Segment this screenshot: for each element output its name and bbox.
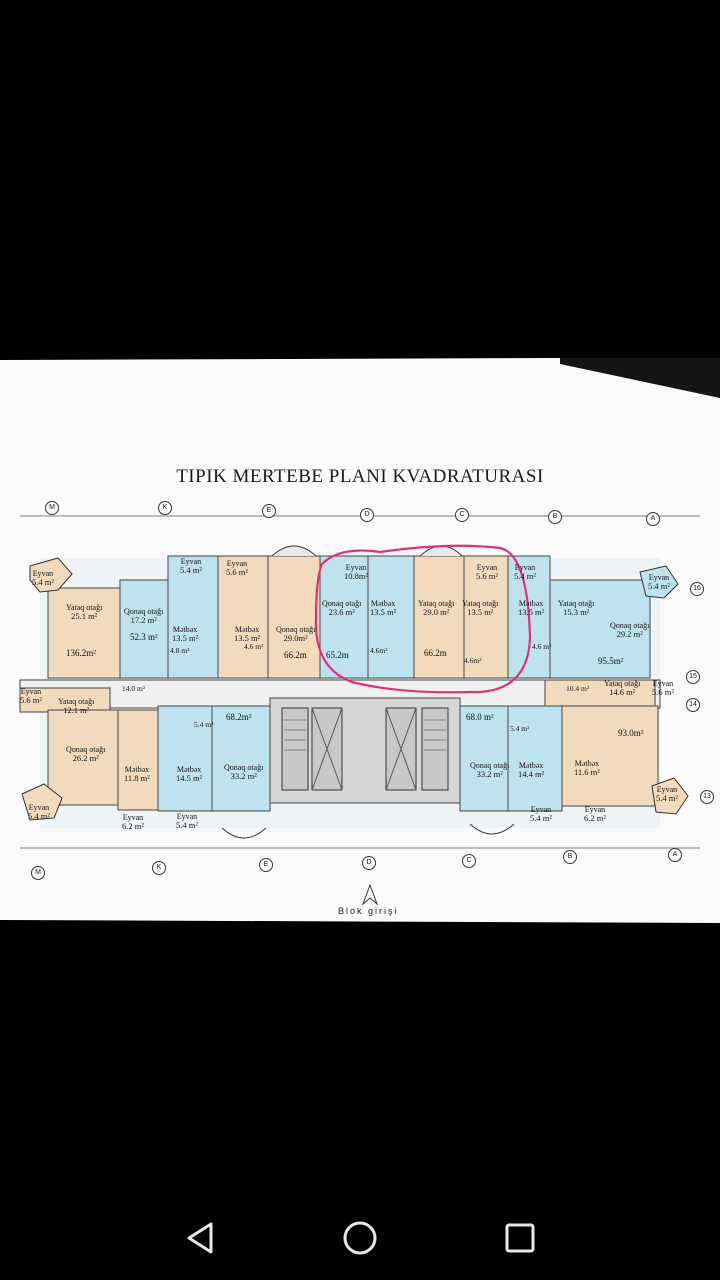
area-label: 14.0 m² (122, 684, 146, 693)
area-label: 4.6 m² (532, 642, 552, 651)
paper-sheet (0, 358, 720, 923)
area-label: 5.4 m² (194, 720, 214, 729)
axis-marker: M (45, 501, 59, 515)
row-marker: 15 (686, 670, 700, 684)
navigation-bar (0, 1190, 720, 1280)
axis-marker: D (362, 856, 376, 870)
apartment-total: 95.5m² (598, 656, 624, 666)
row-marker: 14 (686, 698, 700, 712)
apartment-total: 136.2m² (66, 648, 96, 658)
photo: TIPIK MERTEBE PLANI KVADRATURASI M K E D… (0, 358, 720, 923)
area-label: 4.6m² (370, 646, 388, 655)
entrance-arrow-icon (362, 884, 378, 906)
axis-marker: C (462, 854, 476, 868)
apartment-total: 65.2m (326, 650, 349, 660)
row-marker: 13 (700, 790, 714, 804)
back-icon (187, 1222, 213, 1254)
axis-marker: E (262, 504, 276, 518)
apartment-total: 66.2m (284, 650, 307, 660)
axis-marker: E (259, 858, 273, 872)
axis-marker: K (152, 861, 166, 875)
axis-marker: A (668, 848, 682, 862)
axis-marker: B (563, 850, 577, 864)
home-icon (343, 1221, 377, 1255)
area-label: 5.4 m² (510, 724, 530, 733)
recents-button[interactable] (490, 1210, 550, 1266)
apartment-total: 93.0m² (618, 728, 644, 738)
apartment-total: 68.2m² (226, 712, 252, 722)
apartment-total: 68.0 m² (466, 712, 494, 722)
row-marker: 16 (690, 582, 704, 596)
area-label: 4.8 m² (170, 646, 190, 655)
area-label: 10.4 m² (566, 684, 590, 693)
area-label: 4.6 m² (244, 642, 264, 651)
apartment-total: 66.2m (424, 648, 447, 658)
area-label: 4.6m² (464, 656, 482, 665)
axis-marker: K (158, 501, 172, 515)
back-button[interactable] (170, 1210, 230, 1266)
axis-marker: A (646, 512, 660, 526)
plan-title: TIPIK MERTEBE PLANI KVADRATURASI (176, 466, 544, 487)
axis-marker: C (455, 508, 469, 522)
home-button[interactable] (330, 1210, 390, 1266)
axis-marker: B (548, 510, 562, 524)
axis-marker: D (360, 508, 374, 522)
apartment-total: 52.3 m² (130, 632, 158, 642)
recents-icon (505, 1223, 535, 1253)
entrance-label: Blok girişi (338, 906, 399, 916)
axis-marker: M (31, 866, 45, 880)
